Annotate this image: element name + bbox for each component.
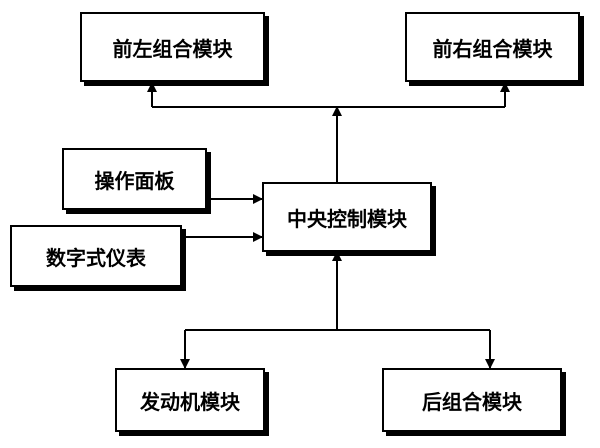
- node-rear: 后组合模块: [382, 368, 562, 432]
- node-front-left-label: 前左组合模块: [112, 36, 233, 61]
- node-front-right-label: 前右组合模块: [432, 36, 553, 61]
- node-rear-label: 后组合模块: [422, 389, 522, 414]
- node-engine: 发动机模块: [115, 368, 265, 432]
- node-digital-meter-label: 数字式仪表: [46, 245, 146, 270]
- node-engine-label: 发动机模块: [140, 389, 240, 414]
- node-digital-meter: 数字式仪表: [10, 225, 182, 287]
- node-operation-panel: 操作面板: [62, 148, 207, 210]
- node-operation-panel-label: 操作面板: [94, 168, 175, 193]
- node-central-control-label: 中央控制模块: [287, 206, 407, 231]
- node-front-right: 前右组合模块: [405, 12, 580, 82]
- node-central-control: 中央控制模块: [262, 182, 432, 252]
- node-front-left: 前左组合模块: [80, 12, 265, 82]
